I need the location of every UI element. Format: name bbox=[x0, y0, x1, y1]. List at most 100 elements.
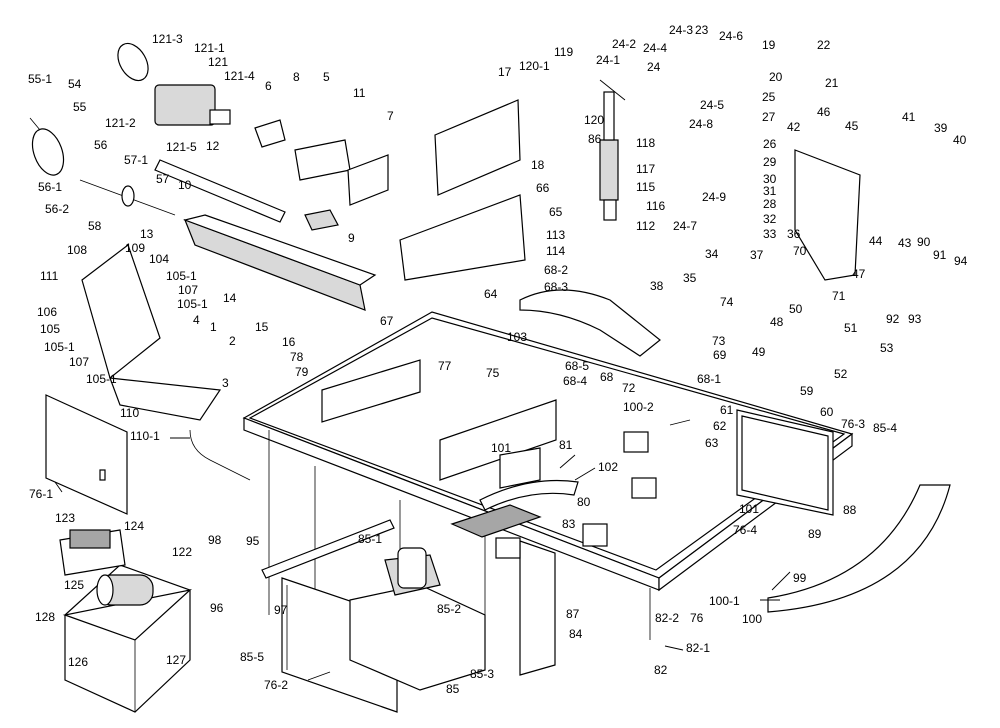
label-18: 18 bbox=[531, 158, 545, 172]
label-96: 96 bbox=[210, 601, 224, 615]
label-24-6: 24-6 bbox=[719, 29, 743, 43]
label-68-1: 68-1 bbox=[697, 372, 721, 386]
label-52: 52 bbox=[834, 367, 848, 381]
label-70: 70 bbox=[793, 244, 807, 258]
label-58: 58 bbox=[88, 219, 102, 233]
label-1: 1 bbox=[210, 320, 217, 334]
label-119: 119 bbox=[554, 45, 573, 59]
label-126: 126 bbox=[68, 655, 88, 669]
label-45: 45 bbox=[845, 119, 859, 133]
label-121-2: 121-2 bbox=[105, 116, 136, 130]
label-124: 124 bbox=[124, 519, 144, 533]
label-94: 94 bbox=[954, 254, 968, 268]
label-49: 49 bbox=[752, 345, 766, 359]
handwheel-121 bbox=[117, 42, 231, 126]
label-33: 33 bbox=[763, 227, 777, 241]
label-102: 102 bbox=[598, 460, 618, 474]
label-86: 86 bbox=[588, 132, 602, 146]
label-64: 64 bbox=[484, 287, 498, 301]
label-11: 11 bbox=[353, 86, 366, 100]
label-82: 82 bbox=[654, 663, 668, 677]
label-29: 29 bbox=[763, 155, 777, 169]
label-26: 26 bbox=[763, 137, 777, 151]
label-81: 81 bbox=[559, 438, 573, 452]
bar-95 bbox=[261, 519, 395, 579]
hydraulic-unit-127 bbox=[59, 529, 193, 713]
label-5: 5 bbox=[323, 70, 330, 84]
label-60: 60 bbox=[820, 405, 834, 419]
label-87: 87 bbox=[566, 607, 580, 621]
label-37: 37 bbox=[750, 248, 764, 262]
label-61: 61 bbox=[720, 403, 734, 417]
label-120: 120 bbox=[584, 113, 604, 127]
label-125: 125 bbox=[64, 578, 84, 592]
label-68-4: 68-4 bbox=[563, 374, 587, 388]
part-number-labels: 55-1 54 55 56 56-1 56-2 57-1 57 58 10 12… bbox=[28, 23, 968, 696]
label-24-8: 24-8 bbox=[689, 117, 713, 131]
label-66: 66 bbox=[536, 181, 550, 195]
label-12: 12 bbox=[206, 139, 220, 153]
rack-12 bbox=[154, 159, 286, 223]
label-103: 103 bbox=[507, 330, 527, 344]
label-97: 97 bbox=[274, 603, 288, 617]
label-25: 25 bbox=[762, 90, 776, 104]
label-53: 53 bbox=[880, 341, 894, 355]
label-105: 105 bbox=[40, 322, 60, 336]
label-108: 108 bbox=[67, 243, 87, 257]
label-123: 123 bbox=[55, 511, 75, 525]
label-42: 42 bbox=[787, 120, 801, 134]
label-55: 55 bbox=[73, 100, 87, 114]
coolant-tank-85 bbox=[349, 547, 486, 691]
label-41: 41 bbox=[902, 110, 916, 124]
label-110: 110 bbox=[120, 406, 139, 420]
label-85-1: 85-1 bbox=[358, 532, 382, 546]
label-44: 44 bbox=[869, 234, 883, 248]
label-109: 109 bbox=[125, 241, 145, 255]
label-85: 85 bbox=[446, 682, 460, 696]
label-120-1: 120-1 bbox=[519, 59, 550, 73]
arm-68 bbox=[519, 289, 661, 357]
label-3: 3 bbox=[222, 376, 229, 390]
label-100-2: 100-2 bbox=[623, 400, 654, 414]
label-73: 73 bbox=[712, 334, 726, 348]
label-77: 77 bbox=[438, 359, 452, 373]
label-84: 84 bbox=[569, 627, 583, 641]
handwheel-55 bbox=[29, 117, 65, 176]
label-85-4: 85-4 bbox=[873, 421, 897, 435]
label-54: 54 bbox=[68, 77, 82, 91]
label-110-1: 110-1 bbox=[130, 429, 160, 443]
label-107: 107 bbox=[178, 283, 198, 297]
label-100: 100 bbox=[742, 612, 762, 626]
label-23: 23 bbox=[695, 23, 709, 37]
label-82-1: 82-1 bbox=[686, 641, 710, 655]
label-27: 27 bbox=[762, 110, 776, 124]
label-89: 89 bbox=[808, 527, 822, 541]
label-21: 21 bbox=[825, 76, 839, 90]
label-121-5: 121-5 bbox=[166, 140, 197, 154]
door-76-3 bbox=[736, 409, 834, 516]
label-76: 76 bbox=[690, 611, 704, 625]
label-43: 43 bbox=[898, 236, 912, 250]
label-115: 115 bbox=[636, 180, 655, 194]
label-9: 9 bbox=[348, 231, 355, 245]
label-69: 69 bbox=[713, 348, 727, 362]
label-24-7: 24-7 bbox=[673, 219, 697, 233]
label-101: 101 bbox=[491, 441, 511, 455]
label-31: 31 bbox=[763, 184, 777, 198]
label-100-1: 100-1 bbox=[709, 594, 740, 608]
label-113: 113 bbox=[546, 228, 565, 242]
label-68-3: 68-3 bbox=[544, 280, 568, 294]
label-8: 8 bbox=[293, 70, 300, 84]
label-68-5: 68-5 bbox=[565, 359, 589, 373]
label-10: 10 bbox=[178, 178, 192, 192]
table-blocks bbox=[321, 359, 657, 559]
label-6: 6 bbox=[265, 79, 272, 93]
label-95: 95 bbox=[246, 534, 260, 548]
label-51: 51 bbox=[844, 321, 858, 335]
label-128: 128 bbox=[35, 610, 55, 624]
label-30: 30 bbox=[763, 172, 777, 186]
label-19: 19 bbox=[762, 38, 776, 52]
column-118 bbox=[599, 91, 619, 221]
label-56-2: 56-2 bbox=[45, 202, 69, 216]
